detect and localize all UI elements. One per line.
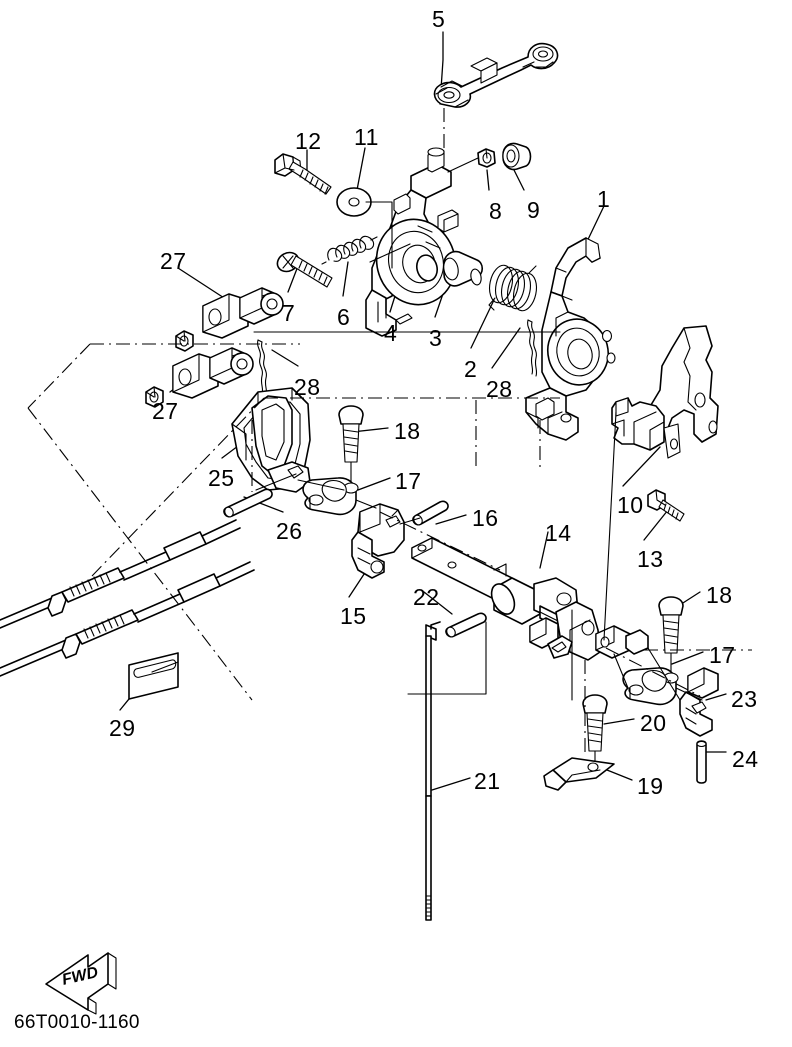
callout-3-collar: 3 (429, 325, 443, 351)
callout-17-clamp-upper: 17 (395, 468, 422, 494)
part-9-bushing (502, 142, 532, 171)
part-4-throttle-cam (365, 147, 459, 337)
part-21-threaded-rod (425, 621, 441, 921)
part-27-lock-nut-upper (175, 330, 194, 352)
callout-19-stopper-plate: 19 (637, 773, 664, 799)
part-2-torsion-spring (488, 264, 538, 312)
diagram-code: 66T0010-1160 (14, 1012, 140, 1033)
callout-22-pin-22: 22 (413, 584, 440, 610)
part-6-spring (321, 235, 378, 265)
part-25-bracket (231, 387, 311, 493)
part-8-nut (477, 148, 496, 168)
part-18-bolt-upper (338, 405, 364, 487)
callout-4-throttle-cam: 4 (384, 320, 398, 346)
callout-28-cotter-pin-lower: 28 (486, 376, 513, 402)
callout-26-pin-26: 26 (276, 518, 303, 544)
part-15-joint-link (351, 503, 405, 579)
callout-1-throttle-control-lever: 1 (597, 186, 611, 212)
part-26-pin (223, 488, 273, 518)
callout-16-pin-16: 16 (472, 505, 499, 531)
callout-15-joint-link: 15 (340, 603, 367, 629)
part-20-bolt (582, 694, 608, 769)
callout-11-washer: 11 (354, 124, 379, 150)
callout-25-bracket: 25 (208, 465, 235, 491)
callout-27-cable-joint-upper: 27 (160, 248, 187, 274)
part-12-hex-bolt (274, 153, 332, 195)
callout-18-bolt-upper: 18 (394, 418, 421, 444)
callout-14-throttle-shaft-assembly: 14 (545, 520, 572, 546)
part-3-collar (443, 250, 484, 287)
callout-2-torsion-spring: 2 (464, 356, 478, 382)
callout-23-joint-23: 23 (731, 686, 758, 712)
part-29-cable-clamp-plate (128, 652, 179, 700)
callout-29-cable-clamp-plate: 29 (109, 715, 136, 741)
callout-24-pin-24: 24 (732, 746, 759, 772)
part-28-cotter-pin-upper (257, 339, 268, 397)
callout-27-cable-joint-lower: 27 (152, 398, 179, 424)
throttle-cables (0, 519, 255, 677)
callout-28-cotter-pin-upper: 28 (294, 374, 321, 400)
callout-8-nut: 8 (489, 198, 503, 224)
part-17-clamp-lower (622, 667, 679, 706)
fwd-arrow-icon (45, 952, 117, 1015)
part-17-clamp-upper (302, 477, 359, 516)
callout-9-bushing: 9 (527, 197, 541, 223)
callout-18-bolt-lower: 18 (706, 582, 733, 608)
part-27-cable-joint-lower (172, 347, 254, 399)
part-5-link-rod (433, 42, 559, 108)
part-24-pin (696, 740, 707, 784)
part-23-joint (679, 667, 719, 737)
assembly-centerlines (27, 108, 752, 752)
callout-13-bolt-13: 13 (637, 546, 664, 572)
part-19-stopper-plate (543, 757, 615, 791)
part-27-cable-joint-upper (202, 287, 284, 339)
part-7-screw (276, 251, 333, 288)
callout-20-bolt-20: 20 (640, 710, 667, 736)
callout-21-threaded-rod: 21 (474, 768, 501, 794)
construction-lines (151, 157, 703, 701)
part-18-bolt-lower (658, 596, 684, 677)
part-13-bolt (647, 489, 685, 522)
callout-5-link-rod-assembly: 5 (432, 6, 446, 32)
part-1-throttle-control-lever (525, 237, 616, 441)
part-22-pin (445, 612, 487, 638)
callout-17-clamp-lower: 17 (709, 642, 736, 668)
part-27-lock-nut-lower (145, 386, 164, 408)
part-28-cotter-pin-lower (527, 319, 538, 377)
callout-7-screw: 7 (282, 300, 296, 326)
callout-6-spring-small: 6 (337, 304, 351, 330)
callout-10-cable-holder: 10 (617, 492, 644, 518)
part-10-cable-holder (611, 325, 719, 459)
callout-12-hex-bolt: 12 (295, 128, 322, 154)
part-14-throttle-shaft-assembly (411, 537, 649, 661)
